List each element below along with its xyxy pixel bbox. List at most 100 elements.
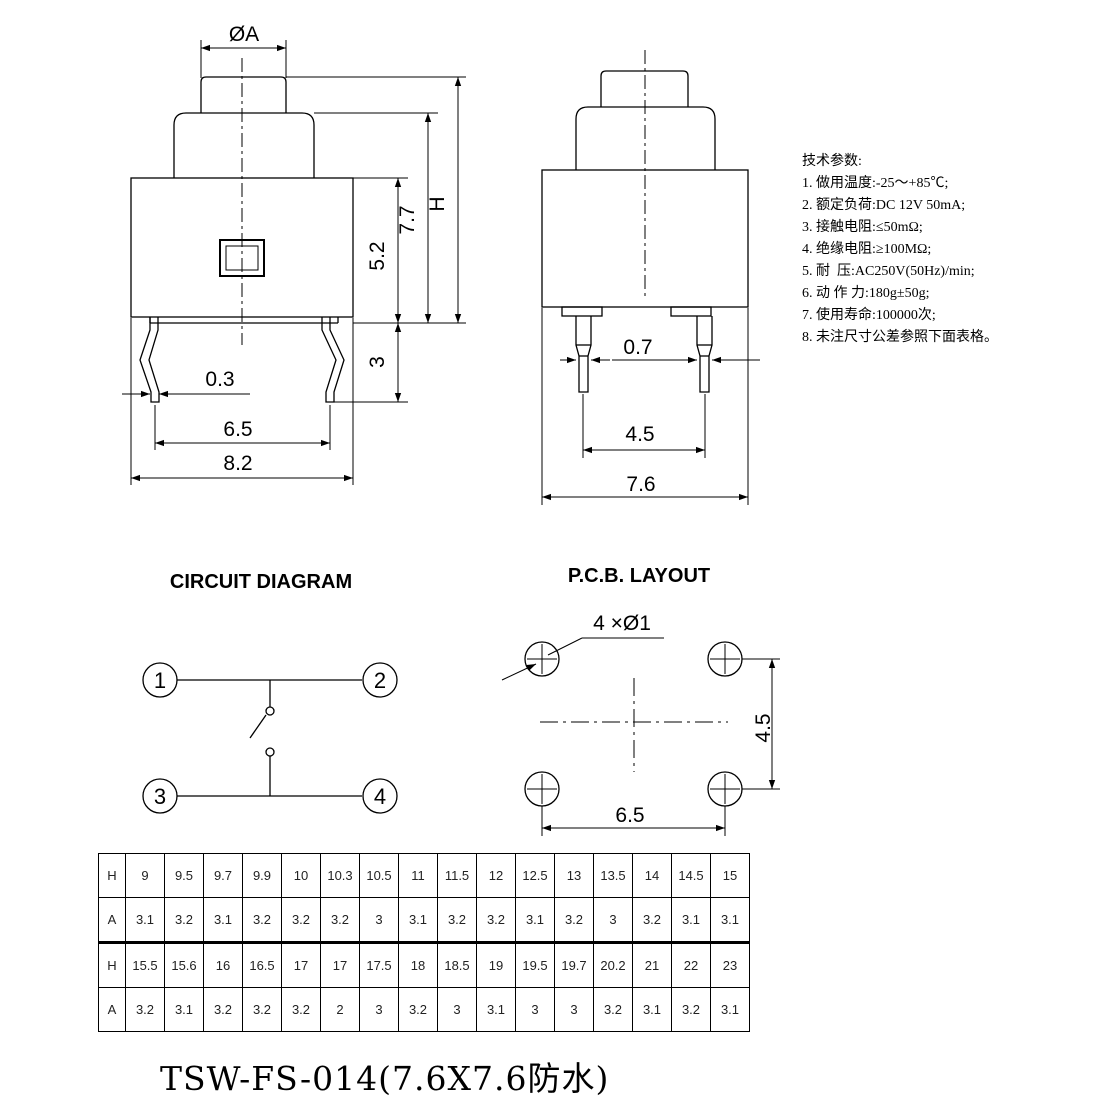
table-cell: 15.6 (164, 941, 204, 988)
table-cell: 9 (125, 853, 165, 898)
terminal-4-label: 4 (374, 784, 386, 809)
table-cell: 3.1 (476, 987, 516, 1032)
table-cell: 20.2 (593, 941, 633, 988)
table-cell: 17.5 (359, 941, 399, 988)
table-cell: 3.2 (203, 987, 243, 1032)
front-actuator-shoulder (173, 112, 315, 178)
table-cell: 3.2 (281, 897, 321, 943)
table-cell: 16.5 (242, 941, 282, 988)
side-pin-width-label: 0.7 (623, 336, 652, 359)
spec-title: 技术参数: (802, 152, 862, 169)
table-row-header: A (98, 987, 126, 1032)
drawing-sheet: ØA H 7.7 5.2 3 0.3 6.5 8.2 0 (122, 23, 998, 836)
table-cell: 3.2 (476, 897, 516, 943)
table-cell: 13.5 (593, 853, 633, 898)
side-view (541, 50, 749, 393)
table-row-header: H (98, 853, 126, 898)
table-cell: 10.5 (359, 853, 399, 898)
circuit-diagram-title: CIRCUIT DIAGRAM (170, 571, 352, 593)
table-cell: 19 (476, 941, 516, 988)
table-cell: 3.1 (710, 987, 750, 1032)
table-cell: 3.1 (632, 987, 672, 1032)
pcb-horizontal-label: 6.5 (615, 804, 644, 827)
table-cell: 12 (476, 853, 516, 898)
terminal-2-circle (362, 662, 398, 698)
front-dimensions (122, 40, 466, 485)
table-cell: 9.7 (203, 853, 243, 898)
table-cell: 11 (398, 853, 438, 898)
pcb-hole (524, 641, 560, 677)
table-cell: 13 (554, 853, 594, 898)
table-cell: 3.2 (398, 987, 438, 1032)
table-cell: 17 (281, 941, 321, 988)
table-cell: 3 (359, 897, 399, 943)
table-cell: 3 (515, 987, 555, 1032)
table-cell: 15 (710, 853, 750, 898)
table-cell: 3.2 (593, 987, 633, 1032)
side-dimensions (541, 308, 760, 505)
pcb-vertical-label: 4.5 (752, 713, 775, 742)
terminal-1-circle (142, 662, 178, 698)
front-pin-width-label: 0.3 (205, 368, 234, 391)
table-cell: 22 (671, 941, 711, 988)
table-cell: 12.5 (515, 853, 555, 898)
table-cell: 18 (398, 941, 438, 988)
table-cell: 3.1 (164, 987, 204, 1032)
table-cell: 3 (593, 897, 633, 943)
table-cell: 9.5 (164, 853, 204, 898)
front-diameter-label: ØA (229, 23, 259, 46)
table-cell: 3.1 (710, 897, 750, 943)
table-cell: 11.5 (437, 853, 477, 898)
front-body-height-label: 7.7 (396, 205, 419, 234)
table-row-header: A (98, 897, 126, 943)
table-cell: 14 (632, 853, 672, 898)
side-pin-left (575, 316, 592, 393)
front-pin-length-label: 3 (366, 356, 389, 368)
table-cell: 3 (359, 987, 399, 1032)
spec-item: 8. 未注尺寸公差参照下面表格。 (802, 328, 998, 345)
switch-lever (249, 714, 267, 739)
front-pin-pitch-label: 6.5 (223, 418, 252, 441)
table-cell: 3.2 (281, 987, 321, 1032)
switch-contact-top (265, 706, 275, 716)
side-pin-pitch-label: 4.5 (625, 423, 654, 446)
table-cell: 2 (320, 987, 360, 1032)
table-cell: 3.1 (515, 897, 555, 943)
table-cell: 19.5 (515, 941, 555, 988)
table-cell: 3.1 (398, 897, 438, 943)
table-cell: 18.5 (437, 941, 477, 988)
terminal-1-label: 1 (154, 668, 166, 693)
pcb-layout-title: P.C.B. LAYOUT (568, 565, 710, 587)
front-body-width-label: 8.2 (223, 452, 252, 475)
table-row-header: H (98, 941, 126, 988)
table-cell: 10.3 (320, 853, 360, 898)
table-cell: 3.2 (671, 987, 711, 1032)
pcb-layout (524, 641, 743, 807)
terminal-2-label: 2 (374, 668, 386, 693)
table-cell: 3 (554, 987, 594, 1032)
front-pin-left (139, 317, 160, 403)
table-cell: 3.1 (125, 897, 165, 943)
table-cell: 17 (320, 941, 360, 988)
table-cell: 3.2 (632, 897, 672, 943)
front-view (130, 58, 354, 403)
spec-item: 1. 做用温度:-25～+85℃; (802, 175, 948, 191)
spec-item: 4. 绝缘电阻:≥100MΩ; (802, 241, 931, 257)
spec-item: 7. 使用寿命:100000次; (802, 306, 936, 323)
table-cell: 3.2 (242, 897, 282, 943)
switch-contact-bottom (265, 747, 275, 757)
table-cell: 19.7 (554, 941, 594, 988)
front-actuator-cap (200, 76, 287, 113)
table-cell: 10 (281, 853, 321, 898)
table-cell: 9.9 (242, 853, 282, 898)
table-cell: 14.5 (671, 853, 711, 898)
spec-list: 技术参数: 1. 做用温度:-25～+85℃; 2. 额定负荷:DC 12V 5… (802, 152, 998, 345)
table-cell: 16 (203, 941, 243, 988)
spec-item: 5. 耐 压:AC250V(50Hz)/min; (802, 263, 975, 279)
side-pin-right (696, 316, 713, 393)
table-cell: 15.5 (125, 941, 165, 988)
